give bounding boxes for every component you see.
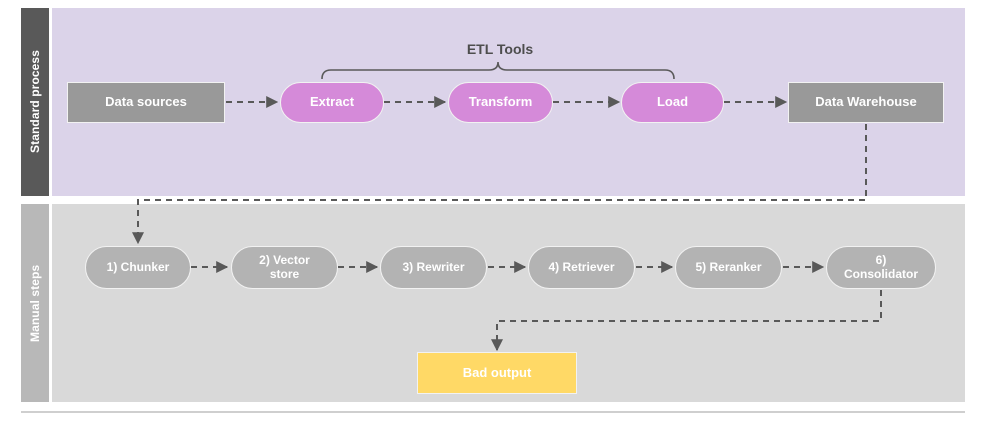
node-transform[interactable]: Transform (448, 82, 553, 123)
node-consolidator[interactable]: 6)Consolidator (826, 246, 936, 289)
node-load[interactable]: Load (621, 82, 724, 123)
node-data-warehouse[interactable]: Data Warehouse (788, 82, 944, 123)
node-extract[interactable]: Extract (280, 82, 384, 123)
etl-tools-label: ETL Tools (466, 41, 534, 57)
node-rewriter[interactable]: 3) Rewriter (380, 246, 487, 289)
node-reranker[interactable]: 5) Reranker (675, 246, 782, 289)
node-chunker[interactable]: 1) Chunker (85, 246, 191, 289)
node-data-sources[interactable]: Data sources (67, 82, 225, 123)
bottom-divider (21, 411, 965, 413)
node-retriever[interactable]: 4) Retriever (528, 246, 635, 289)
lane-standard-process-label: Standard process (21, 8, 49, 196)
node-bad-output[interactable]: Bad output (417, 352, 577, 394)
lane-manual-steps-label: Manual steps (21, 204, 49, 402)
